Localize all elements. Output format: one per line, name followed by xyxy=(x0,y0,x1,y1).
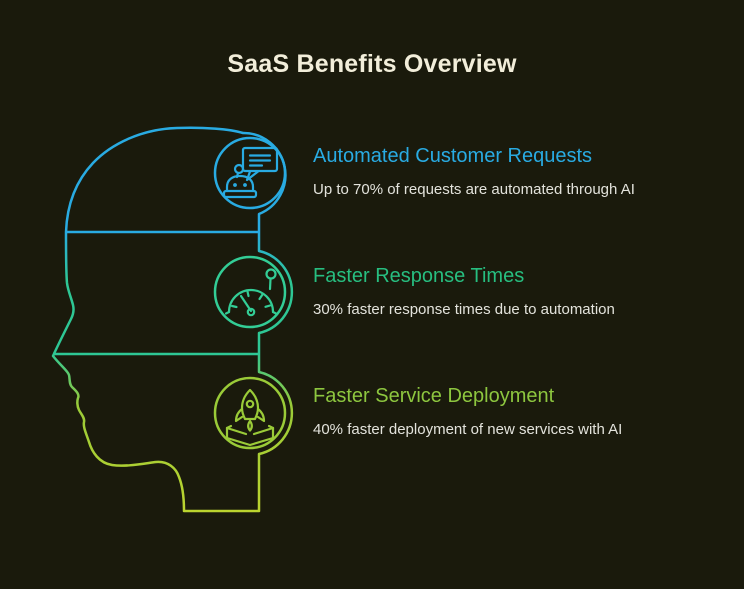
head-outline xyxy=(51,126,294,513)
icon-ring-1 xyxy=(213,136,287,210)
benefit-heading: Automated Customer Requests xyxy=(313,145,593,167)
benefit-description: 40% faster deployment of new services wi… xyxy=(313,421,623,438)
icon-ring-3 xyxy=(213,376,287,450)
benefit-item-faster-service-deployment: Faster Service Deployment 40% faster dep… xyxy=(313,384,622,439)
benefit-heading: Faster Response Times xyxy=(313,265,525,287)
chatbot-icon xyxy=(222,146,279,199)
rocket-launch-icon xyxy=(225,388,275,447)
benefit-description: Up to 70% of requests are automated thro… xyxy=(313,181,635,198)
benefit-item-automated-customer-requests: Automated Customer Requests Up to 70% of… xyxy=(313,144,635,199)
benefit-description: 30% faster response times due to automat… xyxy=(313,301,615,318)
icon-ring-2 xyxy=(213,255,287,329)
benefit-item-faster-response-times: Faster Response Times 30% faster respons… xyxy=(313,264,615,319)
speedometer-icon xyxy=(224,268,278,317)
page-title: SaaS Benefits Overview xyxy=(227,50,517,78)
benefit-heading: Faster Service Deployment xyxy=(313,385,555,407)
